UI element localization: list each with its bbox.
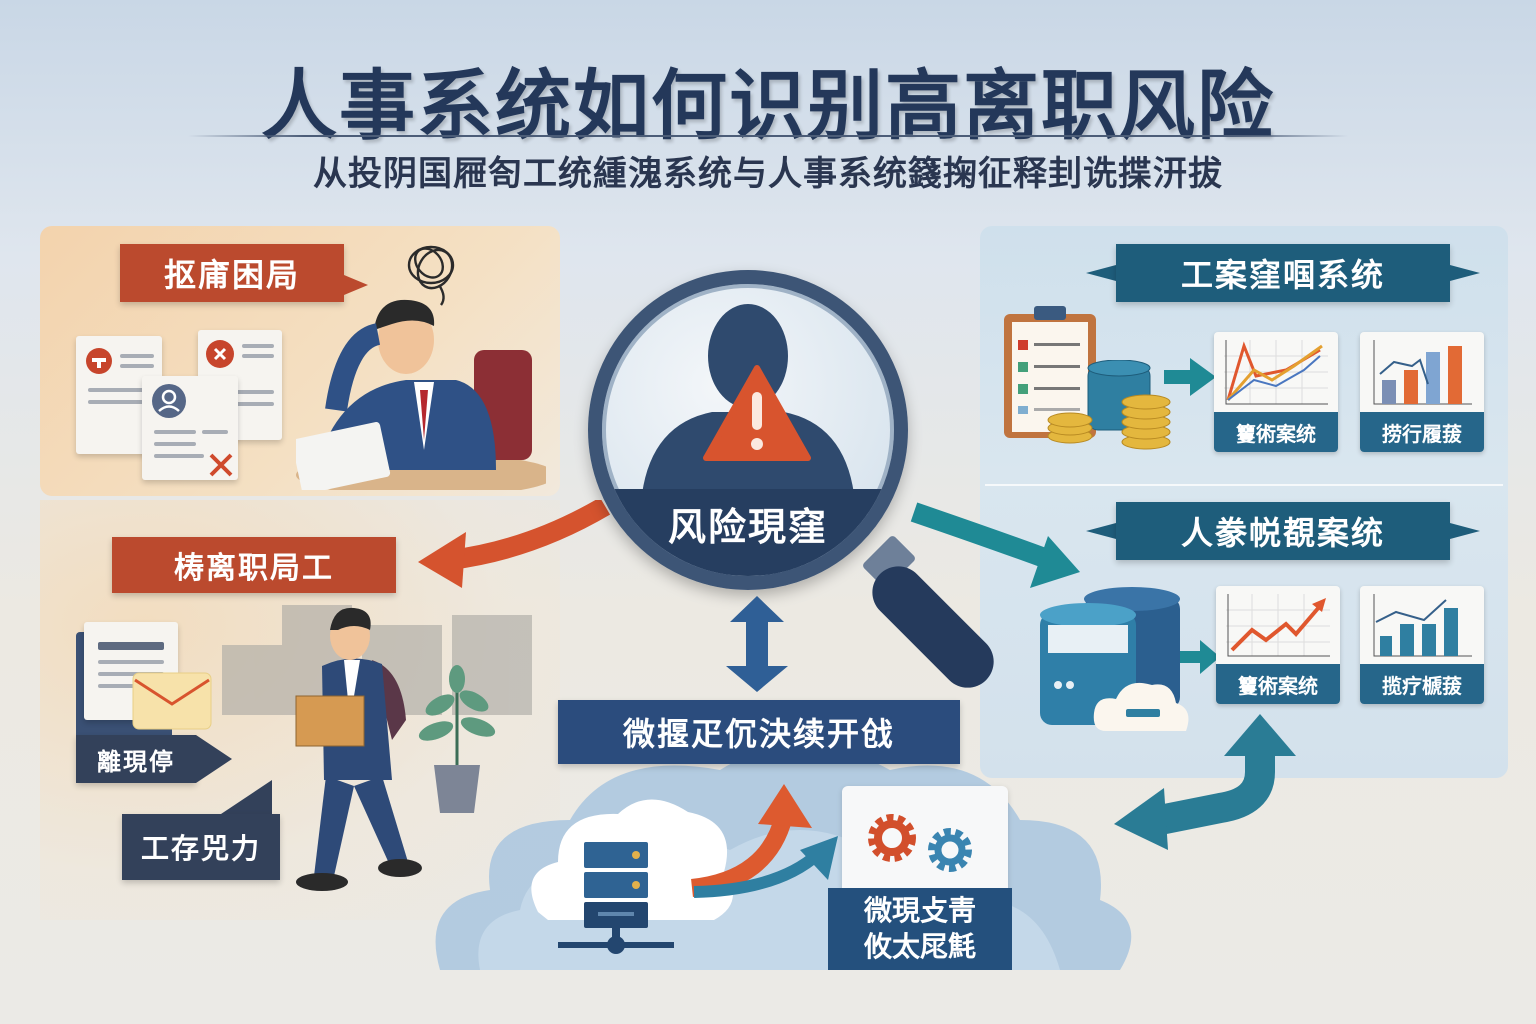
- close-circle-icon: [206, 340, 234, 368]
- left-middle-banner: 梼离职局工: [112, 537, 396, 593]
- page-subtitle: 从投阴国屜匌工统緟溾系统与人事系统籛掬征释刲诜揲汧拔: [313, 154, 1223, 194]
- reject-stamp-icon: [86, 348, 112, 374]
- magnifier-icon: 风险現窪: [588, 270, 908, 590]
- page-title: 人事系统如何识别高离职风险: [261, 61, 1275, 150]
- stressed-employee-illustration: [296, 299, 546, 490]
- line-chart-card: 籰術案统: [1216, 586, 1340, 704]
- bidirectional-arrow-icon: [1114, 714, 1296, 850]
- left-top-banner: 抠庯困局: [120, 244, 344, 302]
- banner-tail: [344, 275, 368, 295]
- magnifier-label: 风险現窪: [667, 505, 828, 549]
- right-bottom-banner: 人豢帨覩案统: [1116, 502, 1450, 560]
- line-chart-card: 籰術案统: [1214, 332, 1338, 452]
- bar-chart-icon: [1373, 594, 1472, 657]
- bar-chart-icon: [1373, 340, 1472, 405]
- clipboard-icon: [1004, 306, 1096, 438]
- right-bottom-banner-group: 人豢帨覩案统: [1086, 502, 1480, 560]
- gear-icon: [868, 814, 972, 872]
- document-icon: [84, 622, 178, 720]
- profile-avatar-icon: [152, 384, 186, 418]
- arrow-right-icon: [1180, 640, 1220, 674]
- arrow-left-icon: [418, 500, 610, 588]
- callout-1: 離現停: [76, 735, 196, 783]
- callout-2: 工存兕力: [122, 814, 280, 880]
- bottom-box-line-2: 攸太㞑㲬: [863, 930, 976, 963]
- database-coins-icon: [1047, 360, 1171, 450]
- title-divider: [188, 135, 1348, 137]
- bar-chart-card: 捞行履菝: [1360, 332, 1484, 452]
- bar-chart-label: 捞行履菝: [1360, 412, 1484, 452]
- cloud-server-icon: [531, 799, 733, 954]
- banner-tail-right: [1450, 265, 1480, 281]
- potted-plant-illustration: [418, 665, 496, 813]
- database-icon: [1040, 587, 1189, 731]
- resume-document: [142, 376, 238, 480]
- line-chart-label: 籰術案统: [1214, 412, 1338, 452]
- right-top-banner: 工案窪啯系统: [1116, 244, 1450, 302]
- arrow-right-icon: [910, 502, 1080, 588]
- bottom-data-box: 微現攴靑 攸太㞑㲬: [828, 888, 1012, 970]
- envelope-icon: [132, 672, 212, 730]
- right-top-banner-group: 工案窪啯系统: [1086, 244, 1480, 302]
- left-top-banner-group: 抠庯困局: [120, 244, 368, 302]
- banner-tail-right: [1450, 523, 1480, 539]
- warning-triangle-icon: [703, 365, 811, 461]
- callout-arrow-head: [196, 735, 232, 783]
- bottom-center-banner: 微揠疋伔決续开戗: [558, 700, 960, 764]
- bar-chart-card: 揽疗榹菝: [1360, 586, 1484, 704]
- line-chart-icon: [1224, 340, 1328, 405]
- bar-chart-label: 揽疗榹菝: [1360, 664, 1484, 704]
- gear-panel: [842, 786, 1008, 906]
- growth-arrows-icon: [690, 784, 838, 898]
- line-chart-icon: [1226, 594, 1330, 657]
- x-mark-icon: [209, 453, 233, 477]
- arrow-right-icon: [1164, 358, 1216, 396]
- right-panel-divider: [985, 484, 1503, 486]
- banner-tail-left: [1086, 523, 1116, 539]
- callout-arrow-1: 離現停: [76, 735, 232, 783]
- bubble-tail: [218, 780, 272, 816]
- magnifier-label-band: [602, 489, 894, 576]
- vertical-double-arrow-icon: [726, 596, 788, 692]
- tangle-icon: [407, 245, 455, 306]
- bottom-box-line-1: 微現攴靑: [863, 894, 976, 927]
- line-chart-label: 籰術案统: [1216, 664, 1340, 704]
- banner-tail-left: [1086, 265, 1116, 281]
- leaving-employee-illustration: [295, 607, 422, 891]
